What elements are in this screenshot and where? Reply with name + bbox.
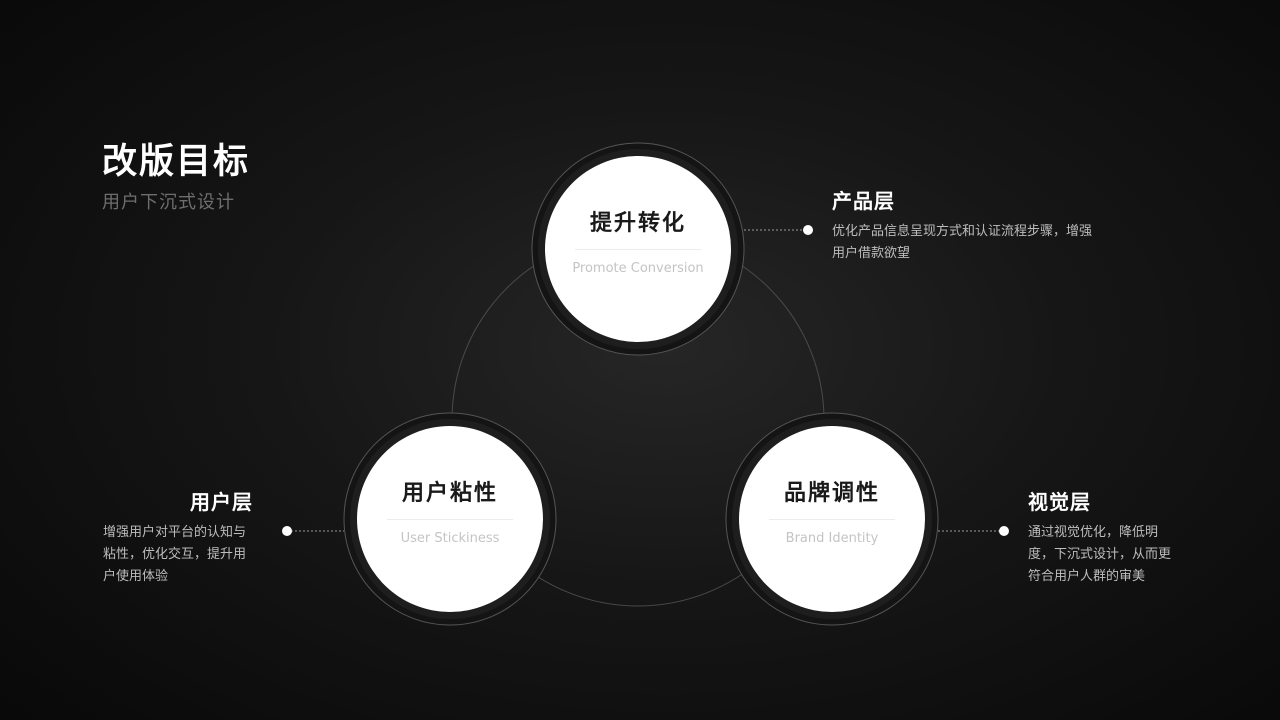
node-divider xyxy=(387,519,513,520)
connector-right xyxy=(938,526,1009,536)
page-subtitle: 用户下沉式设计 xyxy=(102,192,235,213)
layer-user: 用户层 增强用户对平台的认知与粘性，优化交互，提升用户使用体验 xyxy=(103,488,253,588)
layer-title: 视觉层 xyxy=(1028,490,1091,514)
layer-title: 用户层 xyxy=(190,490,253,514)
layer-description: 优化产品信息呈现方式和认证流程步骤，增强用户借款欲望 xyxy=(832,224,1093,261)
node-divider xyxy=(769,519,895,520)
connector-left xyxy=(282,526,344,536)
layer-description: 增强用户对平台的认知与粘性，优化交互，提升用户使用体验 xyxy=(103,525,247,584)
node-brand-identity: 品牌调性 Brand Identity xyxy=(739,426,925,612)
layer-description: 通过视觉优化，降低明度，下沉式设计，从而更符合用户人群的审美 xyxy=(1028,525,1172,584)
connector-top-right xyxy=(744,225,813,235)
layer-title: 产品层 xyxy=(832,189,895,213)
layer-visual: 视觉层 通过视觉优化，降低明度，下沉式设计，从而更符合用户人群的审美 xyxy=(1028,488,1178,588)
layer-product: 产品层 优化产品信息呈现方式和认证流程步骤，增强用户借款欲望 xyxy=(832,187,1102,265)
node-promote-conversion: 提升转化 Promote Conversion xyxy=(545,156,731,342)
node-title: 品牌调性 xyxy=(783,481,880,506)
node-user-stickiness: 用户粘性 User Stickiness xyxy=(357,426,543,612)
connector-dot xyxy=(282,526,292,536)
page-title: 改版目标 xyxy=(102,142,251,182)
node-title: 提升转化 xyxy=(589,211,686,236)
node-subtitle: User Stickiness xyxy=(400,531,500,546)
connector-dot xyxy=(999,526,1009,536)
node-subtitle: Brand Identity xyxy=(785,531,879,546)
node-subtitle: Promote Conversion xyxy=(572,261,704,276)
connector-dot xyxy=(803,225,813,235)
node-title: 用户粘性 xyxy=(401,481,498,506)
node-divider xyxy=(575,249,701,250)
